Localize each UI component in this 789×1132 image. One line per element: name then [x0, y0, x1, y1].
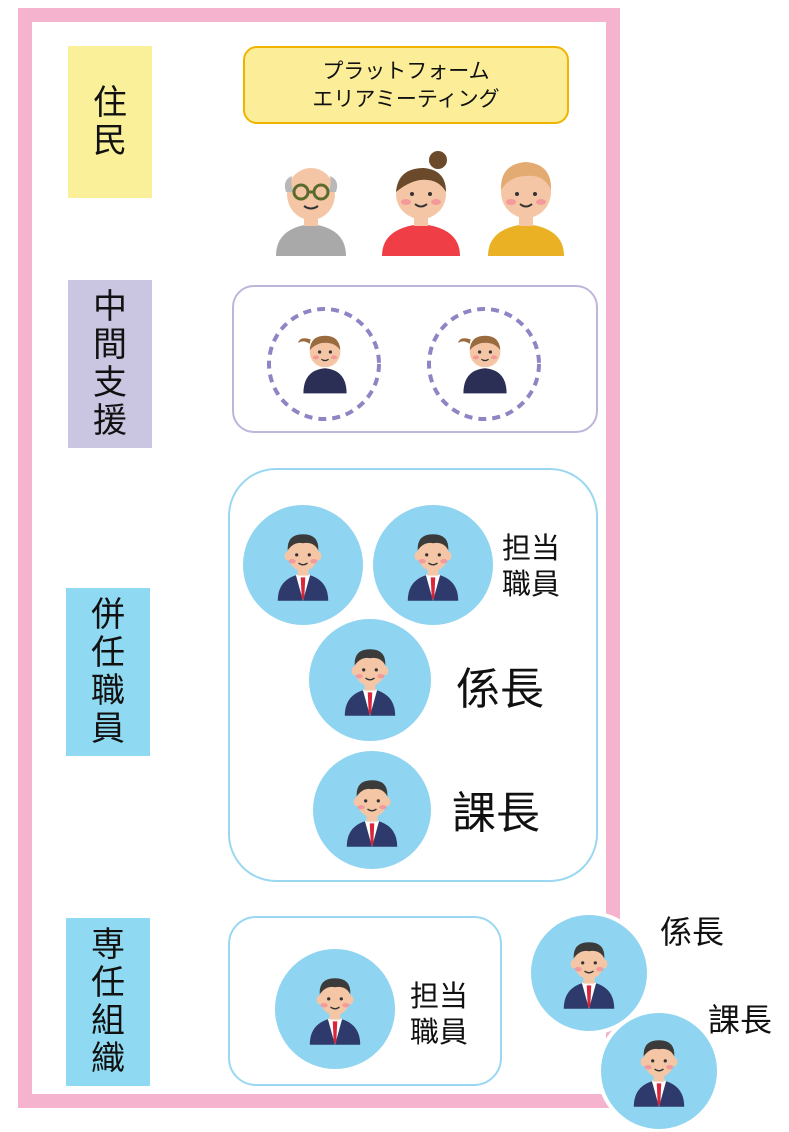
label-intermediate-support: 中間支援: [68, 280, 152, 448]
area-meeting-banner: プラットフォーム エリアミーティング: [243, 46, 569, 124]
chief-label: 係長: [456, 664, 544, 715]
businessman-icon: [597, 1009, 721, 1132]
businessman-icon: [275, 949, 395, 1069]
supporter-icon: [427, 307, 541, 421]
man-yellow-icon: [488, 162, 564, 256]
businessman-icon: [527, 911, 651, 1035]
staff-role-label: 担当職員: [502, 531, 561, 601]
label-residents: 住民: [68, 46, 152, 198]
supporter-icon: [267, 307, 381, 421]
businessman-icon: [243, 505, 363, 625]
chief-label-outside: 係長: [660, 913, 725, 951]
elderly-man-icon: [276, 168, 346, 256]
section-manager-label-outside: 課長: [708, 1001, 773, 1039]
meeting-line-1: プラットフォーム: [322, 59, 490, 83]
businessman-icon: [309, 619, 431, 741]
section-manager-label: 課長: [452, 788, 540, 839]
businessman-icon: [313, 751, 431, 869]
label-concurrent-staff: 併任職員: [66, 588, 150, 756]
meeting-line-2: エリアミーティング: [312, 87, 500, 111]
staff-role-label: 担当職員: [410, 979, 469, 1049]
woman-red-icon: [382, 151, 460, 256]
businessman-icon: [373, 505, 493, 625]
label-dedicated-org: 専任組織: [66, 918, 150, 1086]
